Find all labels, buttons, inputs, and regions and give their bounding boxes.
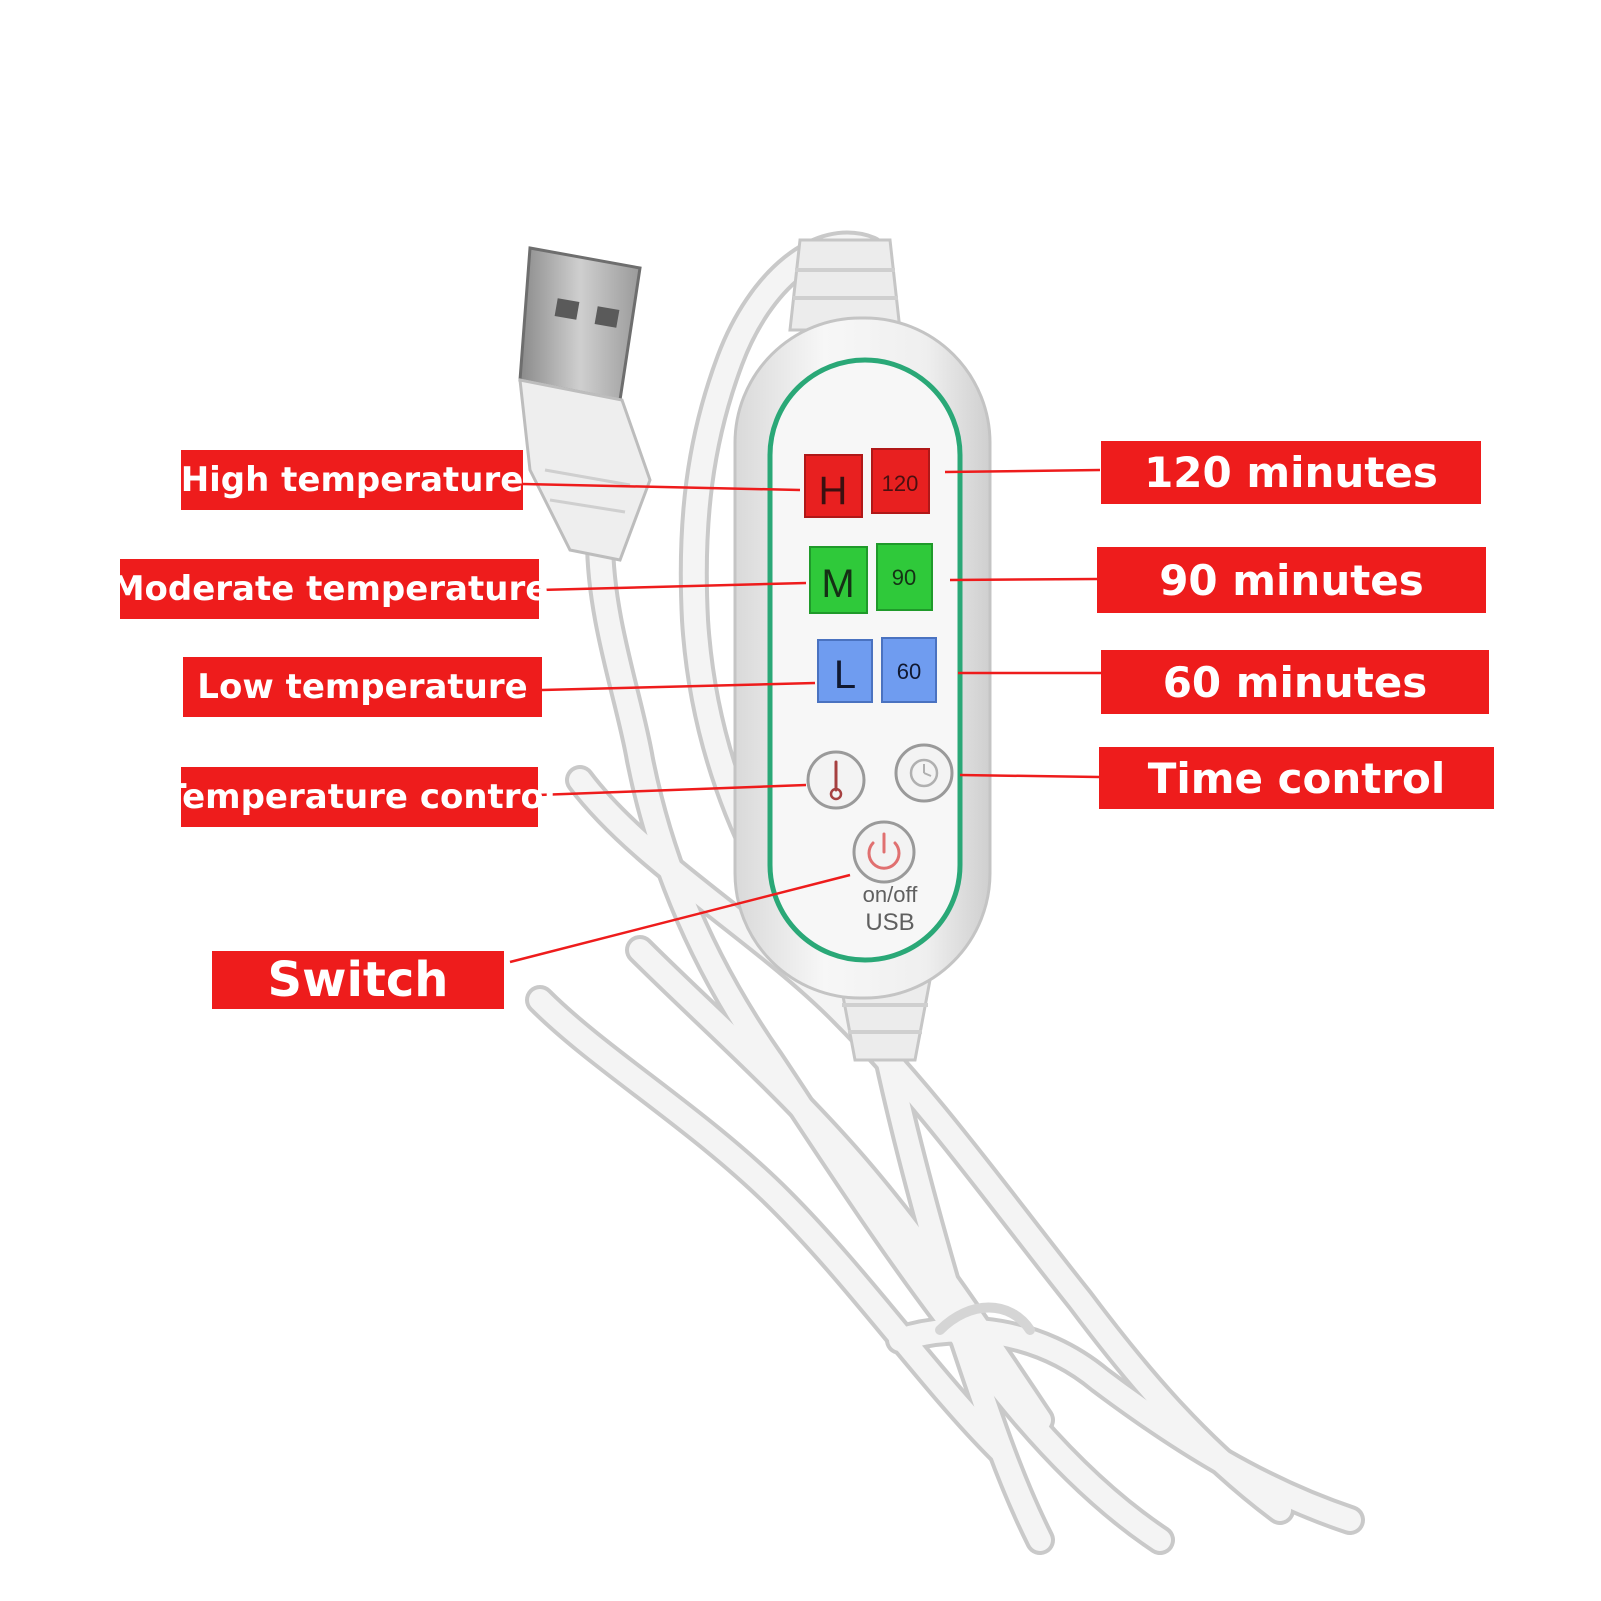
label-90-minutes: 90 minutes — [1097, 547, 1486, 613]
key-high[interactable]: H — [804, 454, 863, 518]
key-120[interactable]: 120 — [871, 448, 930, 514]
label-low-temperature: Low temperature — [183, 657, 542, 717]
power-text: on/off — [863, 882, 919, 907]
leader-120 — [944, 468, 1101, 474]
key-low-label: L — [834, 653, 856, 697]
leader-temperature-control — [537, 783, 807, 797]
leader-lines — [509, 468, 1101, 964]
leader-moderate — [538, 581, 807, 592]
cable-bundle — [525, 230, 1365, 1555]
power-button[interactable] — [852, 820, 916, 884]
leader-switch — [509, 873, 851, 964]
temperature-button[interactable] — [806, 750, 866, 810]
usb-text: USB — [865, 909, 914, 936]
strain-relief-top — [788, 238, 902, 332]
usb-plug — [518, 246, 652, 562]
label-high-temperature: High temperature — [181, 450, 523, 510]
label-60-minutes: 60 minutes — [1101, 650, 1489, 714]
leader-90 — [949, 577, 1098, 582]
key-60[interactable]: 60 — [881, 637, 937, 703]
label-time-control: Time control — [1099, 747, 1494, 809]
key-moderate-label: M — [821, 562, 854, 606]
leader-high — [522, 482, 801, 492]
leader-time-control — [959, 773, 1100, 779]
key-low[interactable]: L — [817, 639, 873, 703]
key-60-label: 60 — [897, 659, 921, 684]
key-90[interactable]: 90 — [876, 543, 933, 611]
time-button[interactable] — [894, 743, 954, 803]
leader-low — [541, 681, 816, 692]
clock-icon — [909, 758, 939, 788]
label-moderate-temperature: Moderate temperature — [111, 559, 548, 619]
label-temperature-control: Temperature control — [163, 767, 556, 827]
power-icon — [867, 832, 901, 870]
key-high-label: H — [819, 469, 848, 513]
label-switch: Switch — [212, 951, 504, 1009]
key-moderate[interactable]: M — [809, 546, 868, 614]
label-120-minutes: 120 minutes — [1101, 441, 1481, 504]
key-120-label: 120 — [882, 471, 919, 496]
key-90-label: 90 — [892, 565, 916, 590]
thermometer-icon — [829, 760, 843, 801]
